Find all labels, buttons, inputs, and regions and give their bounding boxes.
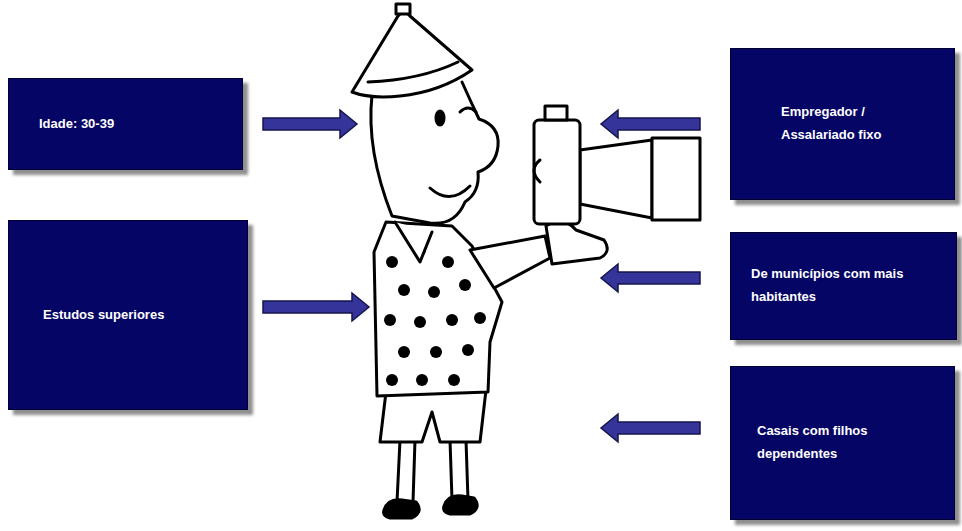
tourist-figure <box>546 221 607 264</box>
tourist-figure <box>430 186 470 197</box>
profile-box: Casais com filhos dependentes <box>730 366 955 520</box>
tourist-figure <box>384 244 486 386</box>
tourist-figure <box>428 286 440 298</box>
tourist-figure <box>448 374 460 386</box>
box-label: Empregador / Assalariado fixo <box>781 101 916 147</box>
pointer-arrow <box>601 264 700 292</box>
tourist-figure <box>652 138 700 220</box>
tourist-figure <box>398 284 410 296</box>
tourist-figure <box>474 312 486 324</box>
tourist-figure <box>442 256 454 268</box>
box-label: De municípios com mais habitantes <box>751 263 946 309</box>
pointer-arrow <box>263 110 357 138</box>
tourist-figure <box>384 500 420 518</box>
tourist-figure <box>580 140 652 218</box>
tourist-figure <box>470 236 550 288</box>
tourist-figure <box>534 120 580 224</box>
pointer-arrow <box>263 293 369 321</box>
tourist-figure <box>460 108 476 112</box>
box-label: Casais com filhos dependentes <box>757 420 897 466</box>
tourist-figure <box>414 316 426 328</box>
tourist-figure <box>430 346 442 358</box>
tourist-figure <box>397 440 468 502</box>
profile-box: De municípios com mais habitantes <box>730 232 957 340</box>
tourist-figure <box>352 4 700 518</box>
profile-box: Idade: 30-39 <box>8 78 243 170</box>
tourist-figure <box>444 496 478 514</box>
tourist-figure <box>462 344 474 356</box>
pointer-arrow <box>601 414 700 442</box>
box-label: Estudos superiores <box>43 304 164 327</box>
tourist-figure <box>545 106 567 120</box>
tourist-figure <box>436 111 444 125</box>
tourist-figure <box>384 314 396 326</box>
box-label: Idade: 30-39 <box>39 113 114 136</box>
tourist-figure <box>396 4 410 14</box>
tourist-figure <box>380 390 486 442</box>
tourist-figure <box>352 12 472 97</box>
pointer-arrow <box>601 110 700 138</box>
profile-box: Empregador / Assalariado fixo <box>730 48 955 200</box>
tourist-figure <box>398 346 410 358</box>
profile-box: Estudos superiores <box>8 220 248 410</box>
tourist-figure <box>386 374 398 386</box>
tourist-figure <box>459 279 471 291</box>
tourist-figure <box>416 374 428 386</box>
tourist-figure <box>386 256 398 268</box>
tourist-figure <box>371 82 498 223</box>
tourist-figure <box>534 160 540 182</box>
tourist-figure <box>368 62 458 82</box>
tourist-figure <box>395 222 432 262</box>
tourist-figure <box>446 314 458 326</box>
